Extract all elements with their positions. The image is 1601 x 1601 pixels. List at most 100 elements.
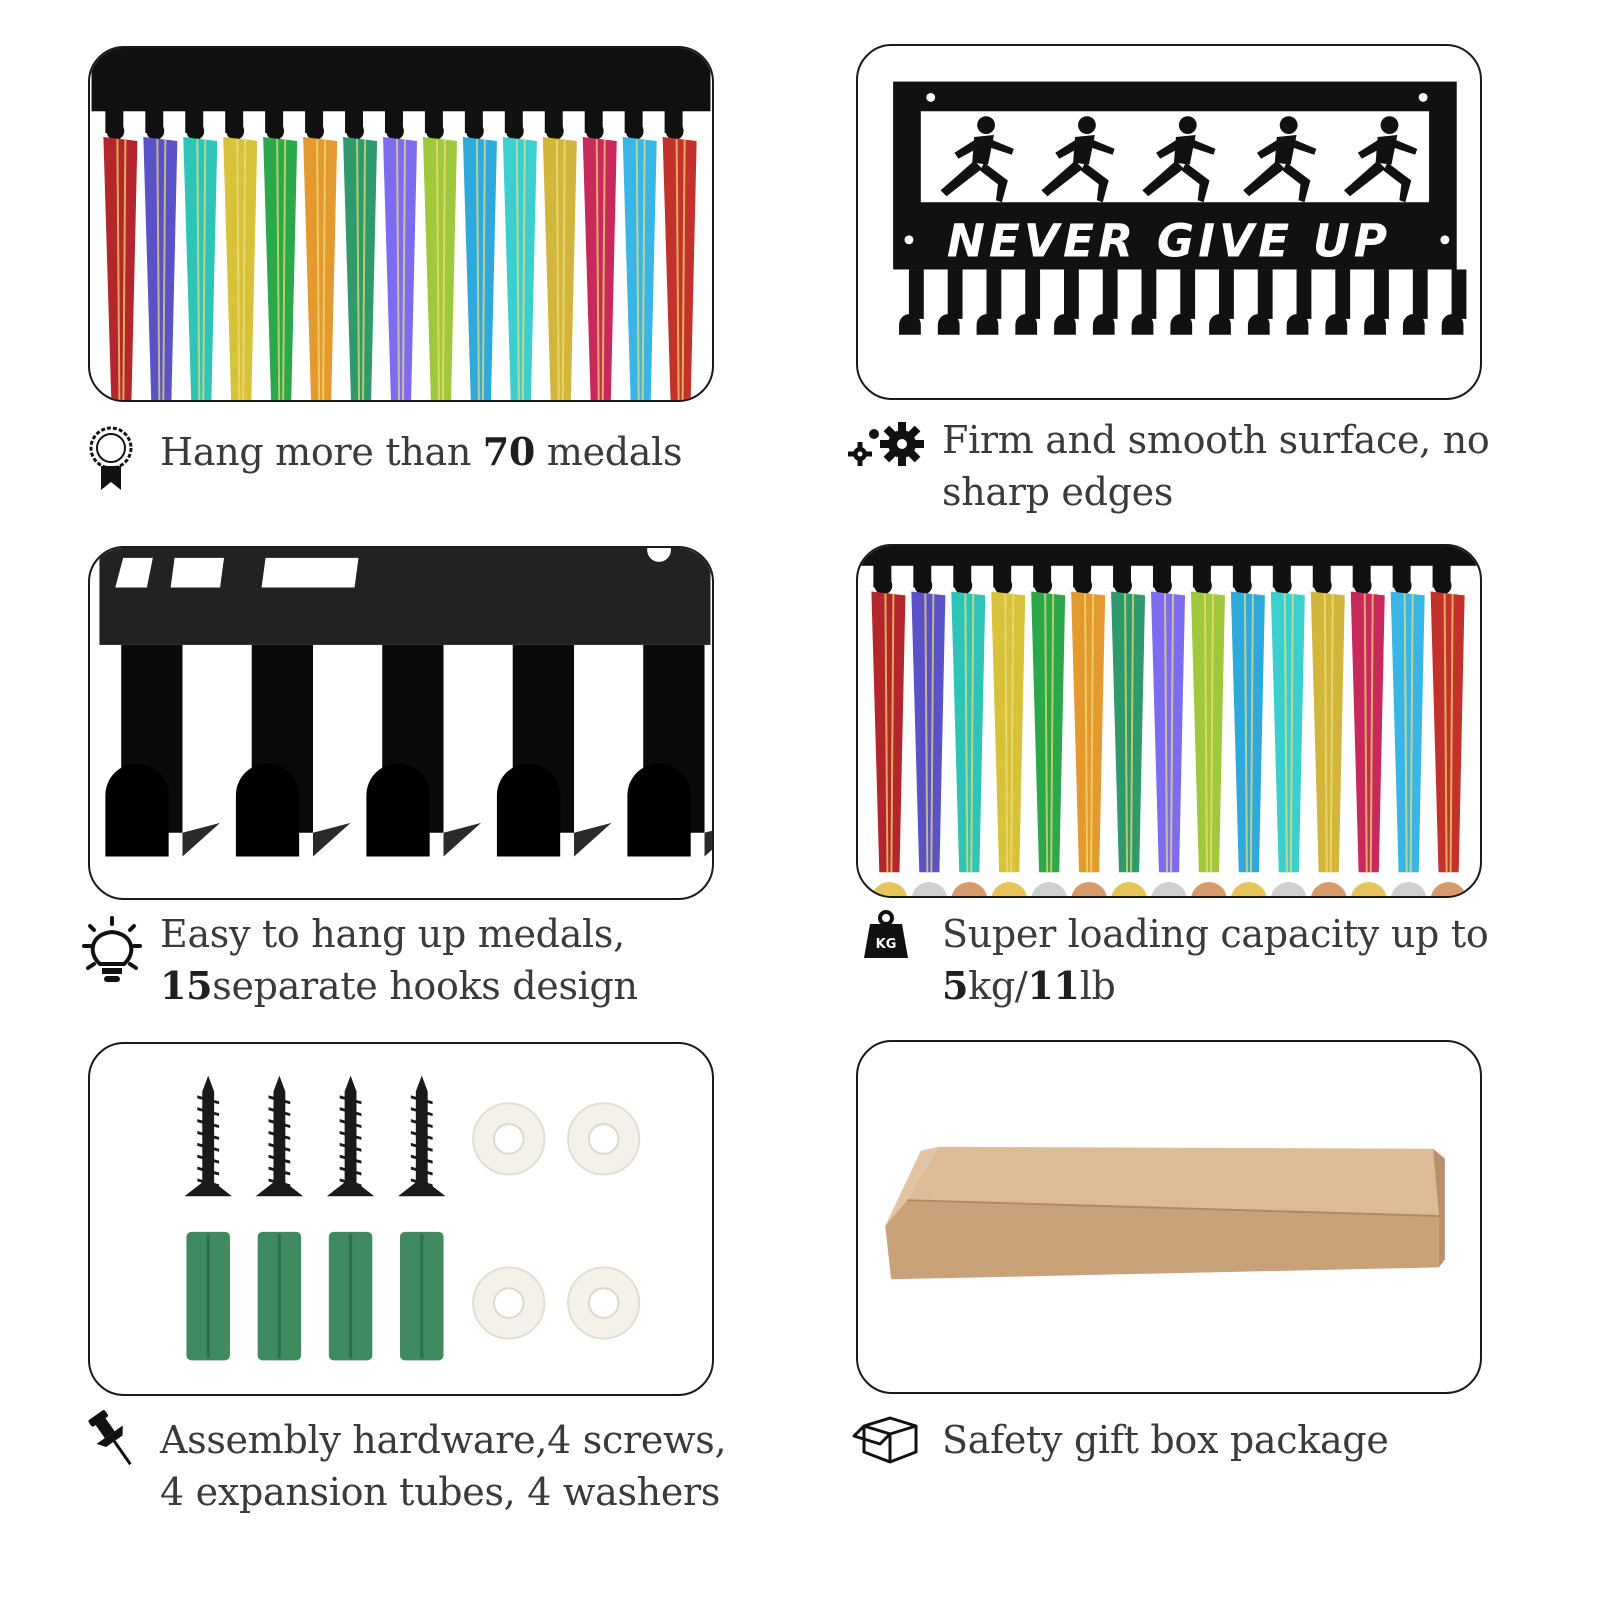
caption-line: Hang more than 70 medals (160, 426, 683, 478)
ribbon-stripe (156, 138, 161, 400)
medal (1431, 881, 1467, 896)
hook-tip (937, 313, 960, 335)
hook (1152, 546, 1171, 588)
hook (624, 48, 643, 134)
hook (424, 48, 443, 134)
caption-number: 5 (942, 963, 969, 1008)
ribbon-stripe (1124, 593, 1129, 873)
ribbons-illustration (91, 48, 711, 400)
ribbon-stripe (322, 138, 327, 400)
caption-line: Firm and smooth surface, no (942, 414, 1490, 466)
ribbon (991, 591, 1026, 873)
hardware-illustration (184, 1075, 641, 1361)
hook-tip (1233, 576, 1252, 595)
caption-text: Safety gift box package (942, 1418, 1389, 1462)
ribbon-stripe (1409, 593, 1414, 873)
hook-tip (266, 122, 285, 140)
hook-tip (1209, 313, 1231, 335)
hook (1180, 269, 1196, 319)
hook-tip (899, 313, 921, 335)
hook (1272, 546, 1291, 588)
ribbon (1071, 591, 1106, 873)
ribbon-stripe (1243, 593, 1248, 873)
caption-text: Firm and smooth surface, no (942, 418, 1490, 462)
ribbon-stripe (316, 138, 321, 400)
screw (398, 1075, 446, 1197)
hook (1113, 546, 1132, 588)
ribbon-stripe (890, 593, 895, 873)
hook (225, 48, 244, 134)
ribbon (1190, 591, 1225, 873)
hook (185, 48, 204, 134)
medal (1031, 881, 1067, 896)
runner-silhouette (1041, 116, 1115, 203)
washer-hole (492, 1287, 525, 1319)
caption-line: 5kg/11lb (942, 960, 1488, 1012)
hook (873, 546, 892, 588)
hook (993, 546, 1012, 588)
hook (953, 546, 972, 588)
hook-tip (665, 122, 684, 140)
hook (908, 269, 924, 319)
medals-illustration (859, 546, 1479, 896)
ribbon-stripe (282, 138, 287, 400)
hook-tip (146, 122, 165, 140)
ribbon-stripe (1044, 593, 1049, 873)
sign-text: NEVER GIVE UP (947, 215, 1391, 268)
ribbon-stripe (970, 593, 975, 873)
ribbon (183, 136, 218, 400)
ribbon-stripe (1004, 593, 1009, 873)
hook-tip (1092, 313, 1115, 335)
lightbulb-icon (78, 916, 146, 988)
hook-tip (386, 122, 404, 140)
runner-silhouette (1142, 116, 1216, 203)
ribbon (143, 136, 178, 400)
caption-line: Assembly hardware,4 screws, (160, 1414, 727, 1466)
hook (1219, 269, 1234, 319)
ribbons-closeup-image (88, 46, 714, 402)
ribbon-stripe (1050, 593, 1055, 873)
screw (326, 1075, 375, 1197)
box-front (885, 1200, 1439, 1280)
caption-line: Safety gift box package (942, 1414, 1389, 1466)
medal (871, 881, 907, 896)
caption-text: separate hooks design (212, 964, 638, 1008)
hook-shadow (574, 822, 612, 857)
ribbon-stripe (116, 138, 121, 400)
hook-tip (105, 763, 169, 857)
hook-tip (1170, 313, 1193, 335)
ribbon-stripe (202, 138, 207, 400)
ribbon (263, 136, 298, 400)
caption-line: 15separate hooks design (160, 960, 638, 1012)
hook-tip (1034, 576, 1053, 595)
sign-illustration: NEVER GIVE UP (893, 81, 1467, 335)
caption-text: 4 expansion tubes, 4 washers (160, 1470, 721, 1514)
ribbon-stripe (884, 593, 889, 873)
caption-line: Super loading capacity up to (942, 908, 1489, 960)
ribbon-stripe (1203, 593, 1208, 873)
screw (184, 1075, 232, 1197)
ribbon-stripe (435, 138, 440, 400)
hook (1352, 546, 1371, 588)
kg-weight-icon: KG (862, 910, 910, 960)
ribbon (1430, 591, 1465, 873)
ribbon-stripe (595, 138, 600, 400)
hook-shadow (704, 830, 712, 857)
box-icon (850, 1412, 922, 1466)
ribbon (1310, 591, 1345, 873)
hook-tip (1074, 576, 1093, 595)
hook (1232, 546, 1251, 588)
ribbon (383, 136, 418, 400)
hook (1312, 546, 1331, 588)
medals-hanging-image (856, 544, 1482, 898)
hook-tip (914, 576, 933, 595)
ribbon-stripe (1363, 593, 1368, 873)
ribbon-stripe (1170, 593, 1174, 873)
medal (1271, 881, 1307, 896)
hook-tip (994, 576, 1013, 595)
hook-tip (1313, 576, 1332, 595)
ribbon-stripe (402, 138, 406, 400)
hook (986, 269, 1002, 319)
